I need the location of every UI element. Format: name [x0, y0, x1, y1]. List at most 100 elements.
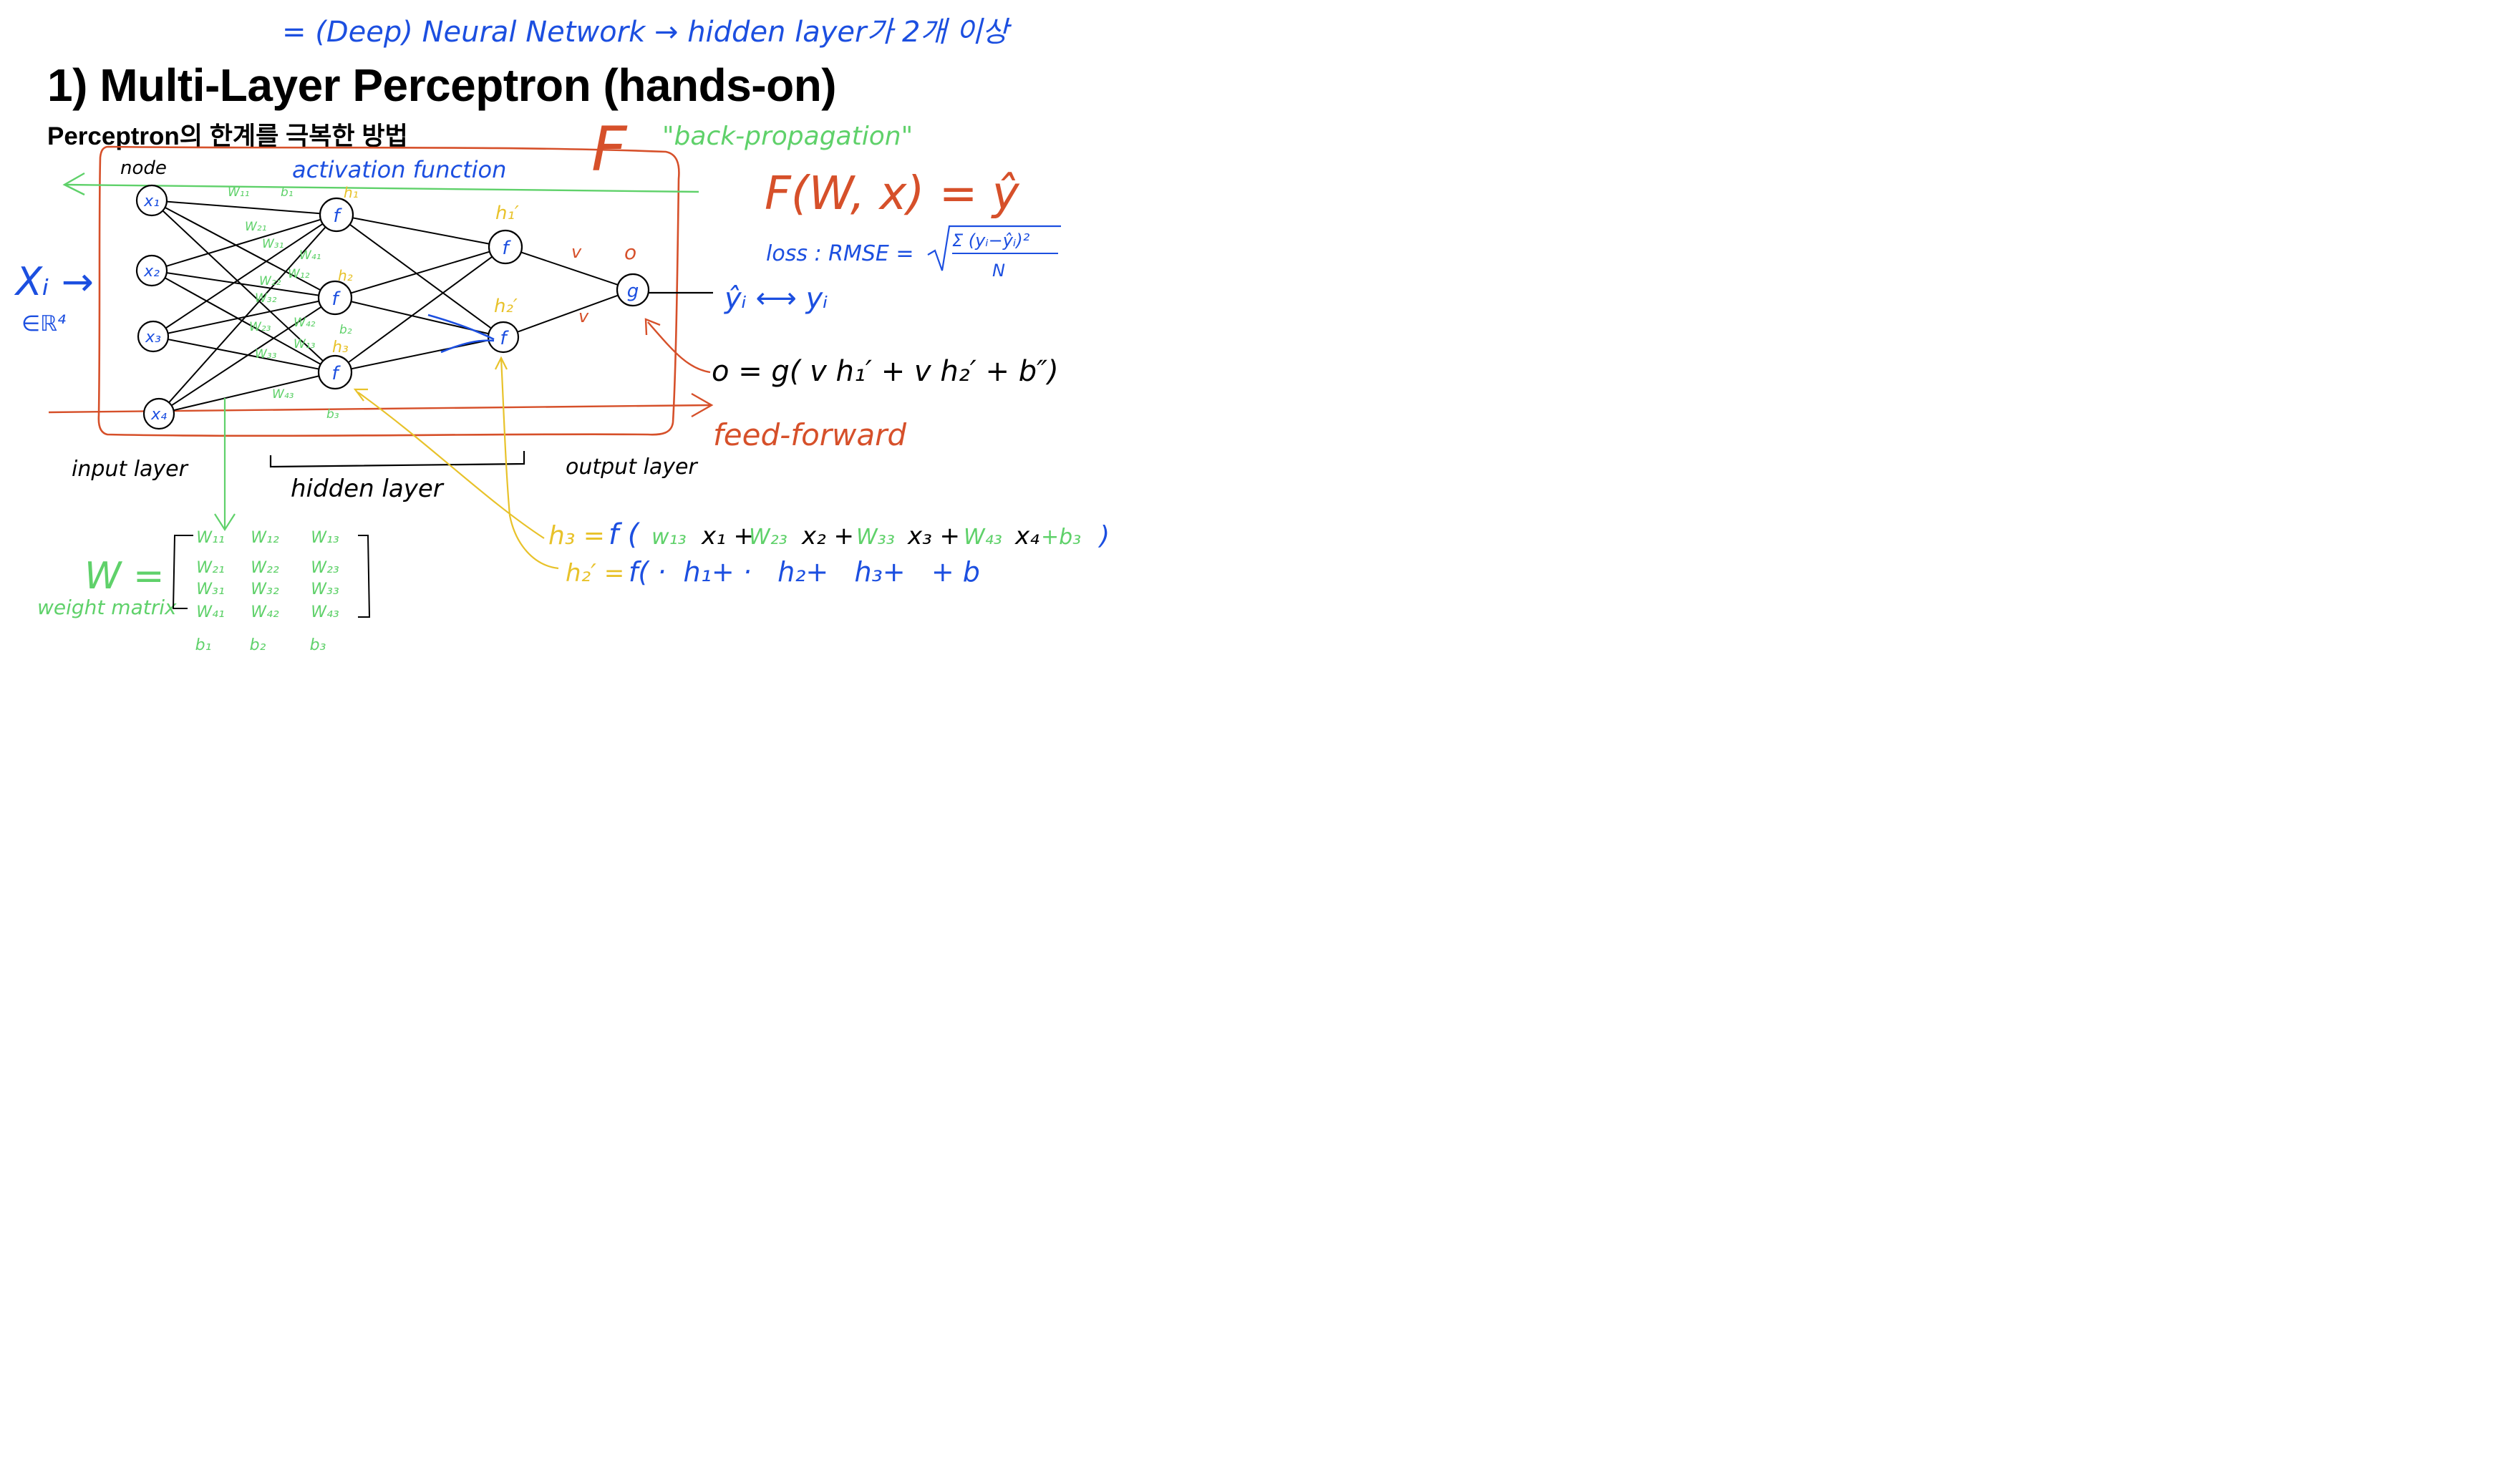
feed-forward-label: feed-forward [713, 417, 906, 452]
network-nodes: x₁ x₂ x₃ x₄ f f [135, 184, 650, 430]
slide-subtitle: Perceptron의 한계를 극복한 방법 [47, 122, 408, 150]
hidden2-node-1: f [488, 229, 523, 265]
svg-text:x₁ +: x₁ + [701, 522, 754, 550]
edge-h3-hp1 [347, 256, 493, 364]
matrix-cell: W₄₂ [251, 603, 279, 621]
function-equation: F(W, x) = ŷ [765, 167, 1020, 220]
o-label: o [624, 241, 636, 264]
g-pointer-arrow [647, 321, 711, 374]
svg-text:W₁₁: W₁₁ [228, 185, 249, 200]
edge-x1-h2 [165, 206, 321, 291]
hidden-layer-label: hidden layer [291, 475, 445, 503]
input-node-x2: x₂ [135, 254, 168, 287]
loss-denominator: N [992, 261, 1005, 281]
sqrt-sign [927, 225, 1061, 271]
matrix-cell: W₂₁ [196, 559, 224, 577]
back-propagation-arrow [62, 172, 699, 196]
input-node-x1: x₁ [135, 184, 168, 217]
loss-numerator: Σ (yᵢ−ŷᵢ)² [952, 230, 1030, 251]
edge-x4-h3 [173, 375, 319, 412]
h3-eq-f: f ( [609, 518, 641, 551]
hidden1-node-3: f [317, 354, 353, 390]
svg-text:W₃₃: W₃₃ [255, 347, 277, 361]
matrix-cell: W₁₃ [311, 529, 339, 547]
h1-label: h₁ [344, 184, 359, 201]
edge-x4-h1 [168, 226, 326, 403]
bias-cell: b₂ [250, 636, 266, 654]
v-label-2: v [578, 306, 589, 326]
slide: 1) Multi-Layer Perceptron (hands-on) Per… [0, 0, 1123, 657]
svg-text:W₂₂: W₂₂ [259, 274, 281, 288]
h3-label: h₃ [332, 339, 349, 356]
activation-function-label: activation function [292, 156, 506, 183]
svg-text:W₁₂: W₁₂ [288, 267, 310, 281]
svg-text:W₂₁: W₂₁ [245, 220, 266, 234]
edge-h3-hp2 [351, 339, 488, 370]
svg-text:W₃₁: W₃₁ [262, 237, 284, 251]
h3-eq-lhs: h₃ = [548, 521, 605, 550]
svg-text:W₃₃: W₃₃ [856, 525, 895, 550]
matrix-bracket-right [358, 535, 371, 618]
edge-x1-h1 [166, 200, 321, 215]
svg-text:b₃: b₃ [326, 407, 339, 422]
edge-x3-h2 [168, 300, 319, 334]
weight-matrix-pointer [214, 398, 236, 532]
svg-text:x₂: x₂ [143, 263, 160, 281]
weight-matrix-label: weight matrix [37, 596, 177, 619]
matrix-cell: W₄₁ [196, 603, 224, 621]
edge-hp2-g [518, 294, 619, 333]
svg-text:w₁₃: w₁₃ [651, 525, 687, 550]
h2-label: h₂ [338, 267, 353, 284]
hidden-layer-bracket [269, 451, 525, 468]
svg-text:x₃: x₃ [145, 329, 161, 346]
output-node-g: g [616, 273, 650, 307]
edge-x2-h3 [164, 277, 321, 365]
edge-x3-h3 [168, 339, 319, 370]
input-layer-label: input layer [72, 457, 189, 482]
matrix-cell: W₄₃ [311, 603, 339, 621]
svg-text:x₂ +: x₂ + [801, 522, 854, 550]
svg-text:g: g [627, 281, 639, 302]
output-compare: ŷᵢ ⟷ yᵢ [724, 282, 828, 315]
svg-text:b₂: b₂ [339, 323, 352, 337]
edge-x1-h3 [162, 210, 324, 361]
svg-text:x₃ +: x₃ + [907, 522, 960, 550]
svg-text:W₁₃: W₁₃ [294, 337, 316, 351]
input-node-x4: x₄ [142, 397, 175, 430]
edge-h2-hp2 [351, 301, 488, 334]
matrix-cell: W₁₂ [251, 529, 279, 547]
matrix-cell: W₃₃ [311, 581, 339, 598]
svg-text:W₄₃: W₄₃ [272, 387, 294, 402]
edge-h2-hp1 [350, 251, 491, 294]
matrix-cell: W₂₂ [251, 559, 279, 577]
network-edges [162, 200, 619, 412]
annotation-canvas: F x₁ x₂ x₃ [14, 16, 1110, 654]
matrix-cell: W₃₂ [251, 581, 279, 598]
node-label: node [120, 157, 167, 179]
matrix-bracket-left [172, 535, 193, 609]
edge-x3-h1 [165, 223, 324, 329]
loss-label: loss : RMSE = [766, 241, 914, 266]
W-equals-label: W = [84, 555, 165, 598]
output-equation: o = g( v h₁′ + v h₂′ + b″) [712, 355, 1059, 388]
edge-h1-hp1 [352, 217, 490, 245]
back-propagation-label: "back-propagation" [662, 122, 913, 151]
svg-text:W₄₃: W₄₃ [964, 525, 1002, 550]
weight-labels: W₁₁ b₁ W₂₁ W₃₁ W₄₁ W₁₂ W₂₂ W₃₂ W₂₃ W₄₂ b… [228, 185, 352, 422]
h2p-eq-rhs: f( · h₁+ · h₂+ h₃+ + b [629, 556, 980, 588]
matrix-cell: W₁₁ [196, 529, 224, 547]
hidden1-node-2: f [317, 280, 353, 316]
edge-x2-h2 [166, 272, 319, 296]
matrix-cell: W₂₃ [311, 559, 339, 577]
svg-text:x₄: x₄ [150, 406, 167, 424]
svg-text:+b₃: +b₃ [1041, 525, 1081, 550]
edge-x2-h1 [165, 218, 321, 267]
svg-text:W₂₃: W₂₃ [749, 525, 788, 550]
top-note: = (Deep) Neural Network → hidden layer가 … [282, 16, 1012, 49]
output-layer-label: output layer [566, 455, 698, 480]
slide-title: 1) Multi-Layer Perceptron (hands-on) [47, 59, 837, 111]
bias-cell: b₁ [195, 636, 212, 654]
h1-prime-label: h₁′ [495, 203, 519, 224]
svg-text:x₄: x₄ [1014, 522, 1040, 550]
svg-text:W₄₁: W₄₁ [299, 248, 321, 263]
